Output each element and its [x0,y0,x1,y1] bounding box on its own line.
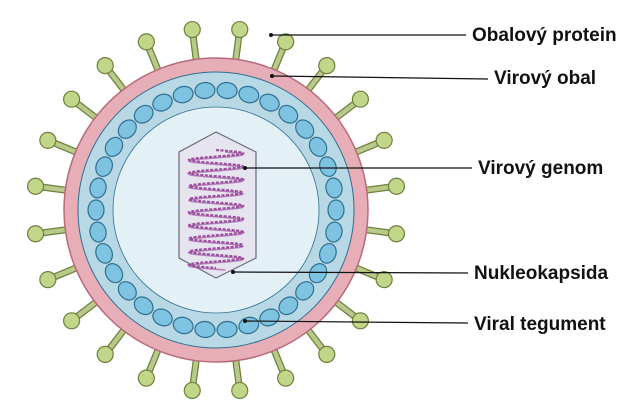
capsomere [104,263,124,284]
capsomere [89,221,107,243]
capsomere [216,320,238,339]
envelope-protein-spike [96,57,129,95]
leader-envelope-protein [269,33,466,37]
capsomere [133,104,154,124]
capsomere [172,316,194,335]
capsomere [308,263,328,284]
capsomere [95,156,113,178]
envelope-protein-spike [362,225,406,243]
envelope-protein-spike [137,33,163,75]
genome-strand [186,148,246,270]
capsomere [278,296,299,316]
capsomere [104,136,124,157]
envelope-protein-spike [26,177,70,195]
envelope-protein-spike [351,131,393,157]
envelope-protein-spike [96,325,129,363]
envelope-protein-spike [26,225,70,243]
label-viral-tegument: Viral tegument [474,314,606,335]
capsomere [295,281,315,301]
envelope-protein-spike [331,90,369,123]
capsomere [325,177,343,199]
capsomere [95,242,113,264]
capsomere [89,177,107,199]
envelope-protein-spike [303,325,336,363]
capsomere-ring [87,81,345,339]
capsomere [319,242,337,264]
capsomere [194,320,216,339]
envelope-protein-spike [269,345,295,387]
envelope-protein-spike [362,177,406,195]
viral-genome-helix [186,148,246,271]
capsomere [238,85,260,104]
capsomere [172,85,194,104]
label-envelope-protein: Obalový protein [472,25,617,46]
genome-strand [187,151,245,271]
envelope-protein-spike [331,297,369,330]
capsomere [152,308,173,327]
envelope-protein-spike [137,345,163,387]
leader-viral-genome [243,166,472,170]
envelope-protein-spike [303,57,336,95]
capsomere [308,136,328,157]
capsomere [216,81,238,100]
envelope-protein-spike [63,90,101,123]
capsomere [194,81,216,100]
capsomere [278,104,299,124]
capsomere [259,93,280,112]
label-nucleocapsid: Nukleokapsida [474,263,609,284]
envelope-protein-spike [231,356,249,400]
capsomere [152,93,173,112]
leader-viral-tegument [243,319,469,324]
leader-lines [231,33,489,324]
leader-nucleocapsid [231,270,469,274]
envelope-protein-spike [183,356,201,400]
envelope-protein-spike [351,263,393,289]
capsomere [319,156,337,178]
leader-viral-envelope [270,74,489,80]
envelope-protein-spike [39,263,81,289]
label-viral-genome: Virový genom [478,158,604,179]
capsomere [117,281,137,301]
capsomere [133,296,154,316]
envelope-protein-spike [39,131,81,157]
capsomere [87,199,105,221]
capsomere [327,199,345,221]
envelope-protein-spike [63,297,101,330]
capsomere [117,119,137,139]
label-viral-envelope: Virový obal [494,68,597,89]
envelope-protein-spike [231,20,249,64]
capsomere [295,119,315,139]
capsomere [325,221,343,243]
envelope-protein-spike [269,33,295,75]
envelope-protein-spike [183,20,201,64]
